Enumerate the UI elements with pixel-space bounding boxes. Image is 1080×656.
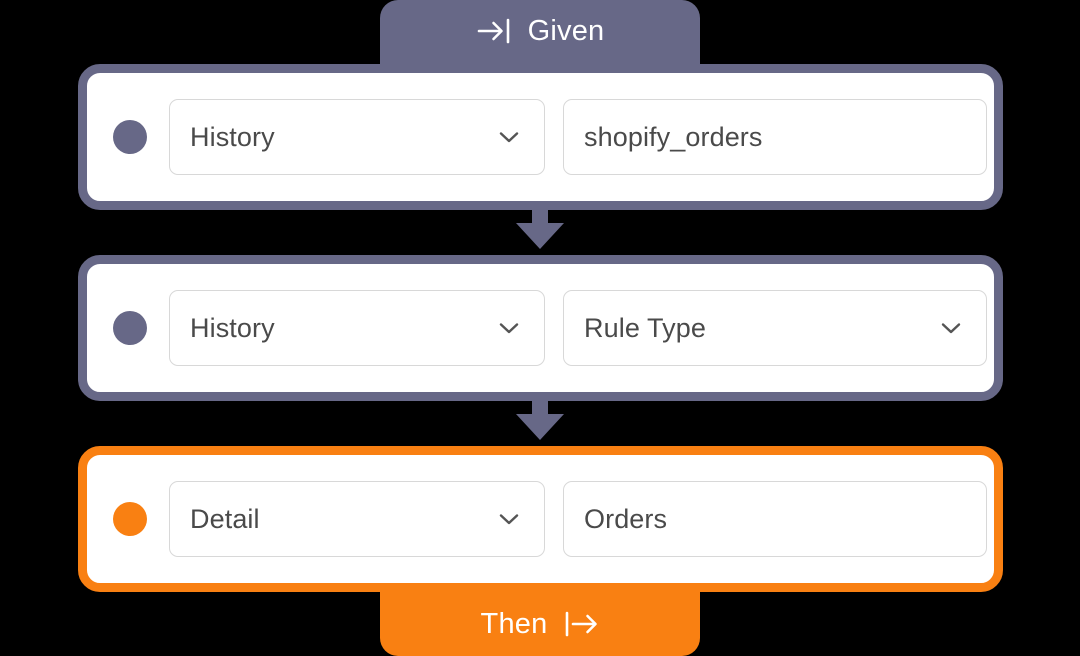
row-status-dot (113, 120, 147, 154)
arrow-right-to-line-icon (476, 15, 514, 47)
row-status-dot (113, 502, 147, 536)
connector-arrow-2 (508, 396, 572, 444)
rule-row-card-1[interactable]: History shopify_orders (78, 64, 1003, 210)
row-2-right-dropdown-value: Rule Type (584, 312, 706, 343)
chevron-down-icon[interactable] (496, 315, 522, 341)
chevron-down-icon[interactable] (938, 315, 964, 341)
row-3-right-input-value: Orders (584, 503, 668, 534)
row-1-right-input-value: shopify_orders (584, 121, 763, 152)
row-2-left-dropdown-value: History (190, 312, 275, 343)
then-tab-label: Then (480, 607, 548, 640)
row-1-left-dropdown-value: History (190, 121, 275, 152)
rule-row-card-2[interactable]: History Rule Type (78, 255, 1003, 401)
rule-row-card-3[interactable]: Detail Orders (78, 446, 1003, 592)
chevron-down-icon[interactable] (496, 124, 522, 150)
row-status-dot (113, 311, 147, 345)
then-tab[interactable]: Then (380, 588, 700, 656)
row-1-right-input[interactable]: shopify_orders (563, 99, 987, 175)
given-tab-label: Given (527, 14, 605, 47)
connector-arrow-1 (508, 205, 572, 253)
row-2-left-dropdown[interactable]: History (169, 290, 545, 366)
row-3-left-dropdown-value: Detail (190, 503, 260, 534)
given-tab[interactable]: Given (380, 0, 700, 68)
row-3-right-input[interactable]: Orders (563, 481, 987, 557)
row-2-right-dropdown[interactable]: Rule Type (563, 290, 987, 366)
row-3-left-dropdown[interactable]: Detail (169, 481, 545, 557)
arrow-right-from-line-icon (561, 608, 599, 640)
chevron-down-icon[interactable] (496, 506, 522, 532)
row-1-left-dropdown[interactable]: History (169, 99, 545, 175)
